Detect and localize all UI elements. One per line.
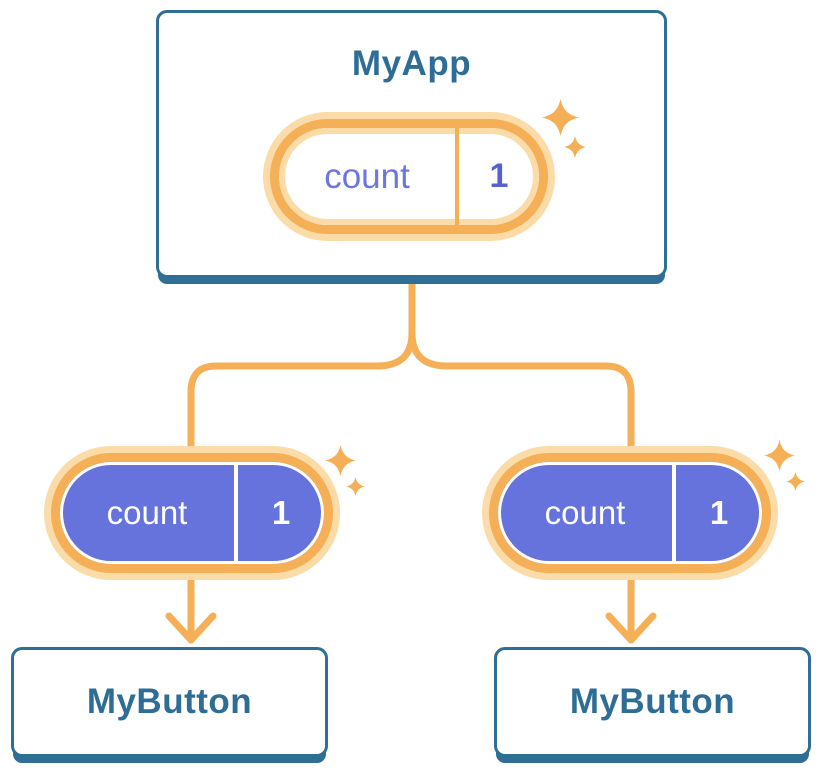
state-pill-right-child: count 1 — [482, 446, 778, 580]
state-value: 1 — [271, 494, 291, 531]
state-pill-body: count 1 — [60, 462, 324, 564]
state-value: 1 — [709, 494, 729, 531]
sparkle-icon — [764, 440, 795, 471]
state-pill-ring: count 1 — [489, 453, 771, 573]
state-label: count — [324, 156, 410, 196]
state-divider — [234, 462, 238, 564]
state-pill-body: count 1 — [498, 462, 762, 564]
arrowhead-left-icon — [165, 612, 217, 644]
connector-root-to-right — [408, 280, 635, 641]
component-title-mybutton-left: MyButton — [86, 682, 253, 721]
sparkle-icon — [564, 136, 586, 158]
component-title-mybutton-right: MyButton — [569, 682, 736, 721]
state-pill-ring: count 1 — [270, 119, 548, 234]
component-title-myapp: MyApp — [351, 44, 472, 83]
component-node-mybutton-left: MyButton — [11, 647, 328, 757]
state-pill-body: count 1 — [279, 128, 539, 225]
connector-root-to-left — [187, 280, 416, 641]
state-divider — [455, 128, 459, 225]
state-label: count — [106, 494, 188, 531]
state-pill-ring: count 1 — [51, 453, 333, 573]
arrowhead-right-icon — [605, 612, 657, 644]
state-pill-left-child: count 1 — [44, 446, 340, 580]
sparkle-icon — [346, 477, 365, 496]
component-node-mybutton-right: MyButton — [494, 647, 811, 757]
sparkle-icon — [542, 99, 579, 136]
state-value: 1 — [489, 157, 509, 195]
sparkle-icon — [786, 472, 805, 491]
state-label: count — [544, 494, 626, 531]
sparkle-icon — [325, 445, 356, 476]
state-pill-root: count 1 — [263, 112, 555, 241]
state-divider — [672, 462, 676, 564]
